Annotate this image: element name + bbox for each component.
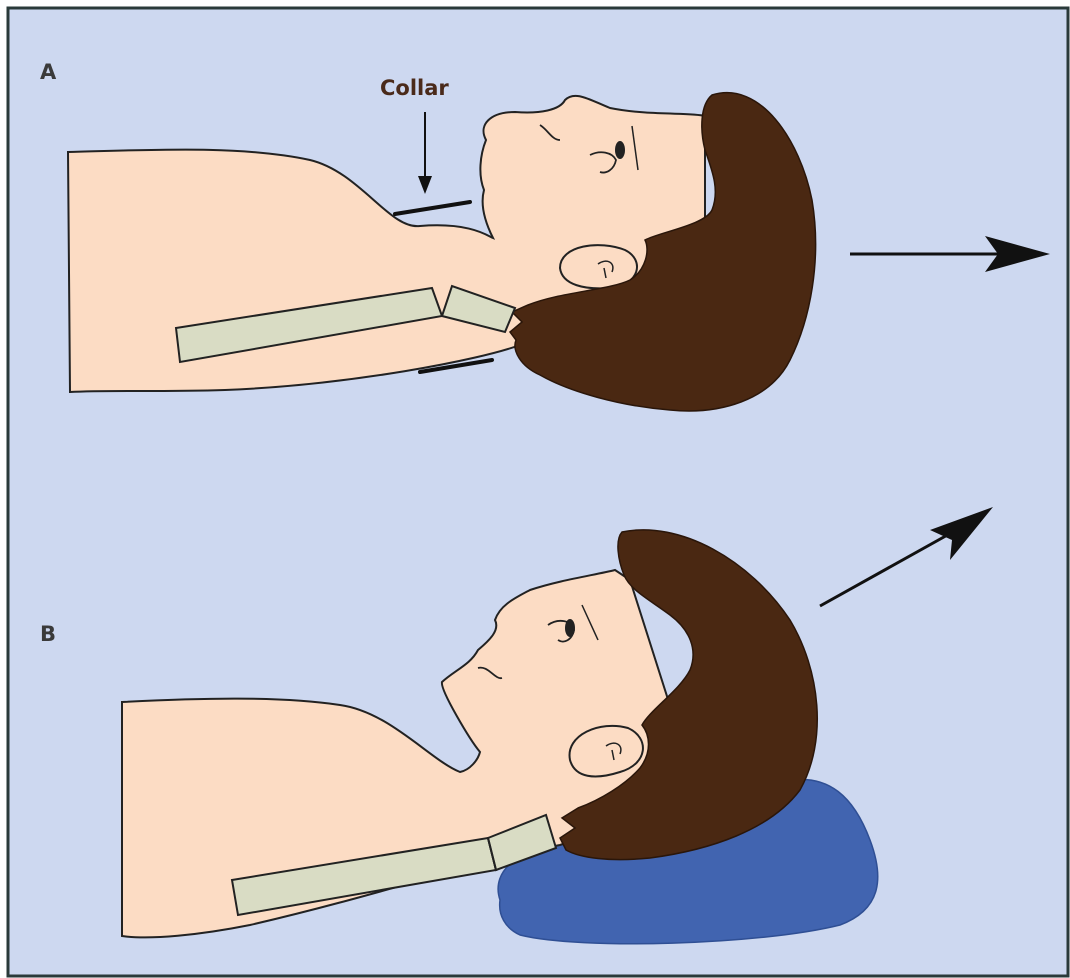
panel-label-a: A bbox=[40, 60, 56, 84]
panel-label-b: B bbox=[40, 622, 56, 646]
collar-label: Collar bbox=[380, 76, 449, 100]
